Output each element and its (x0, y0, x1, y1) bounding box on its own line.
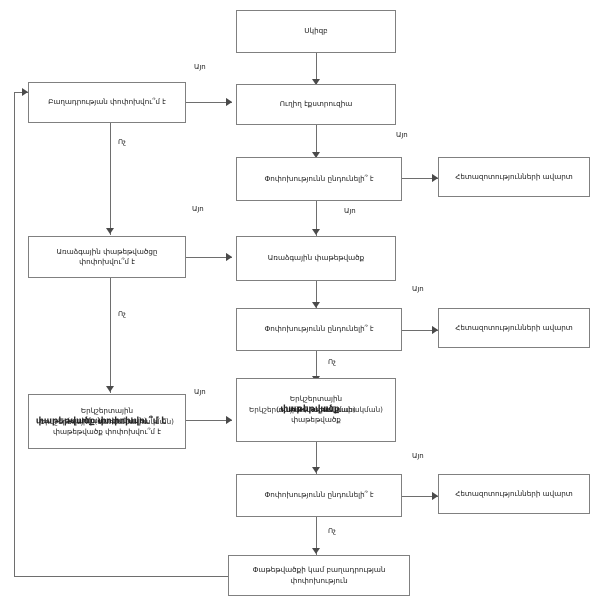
node-elastic-pack-change-question[interactable]: Առաձգային փաթեթվածցը փոփոխվու՞մ է (28, 236, 186, 278)
edge-label-yes-4: Այո (344, 207, 356, 215)
arrowhead-elastic-change-no-down (106, 386, 114, 392)
edge-label-no-1: Ոչ (118, 138, 126, 146)
arrowhead-into-direct-extrusion-left (226, 98, 232, 106)
edge-bottom-box-feedback-horizontal (14, 576, 228, 577)
edge-accept2-to-three-layer-pack (316, 351, 317, 383)
edge-elastic-change-no-down (110, 278, 111, 393)
arrowhead-into-elastic-pack-left (226, 253, 232, 261)
arrowhead-composition-no-down (106, 228, 114, 234)
node-composition-change-question-label: Բաղադրության փոփոխվու՞մ է (48, 97, 166, 107)
edge-accept1-to-research-end-1 (402, 178, 438, 179)
edge-composition-no-down (110, 123, 111, 235)
node-pack-or-composition-change-label: Փաթեթվածքի կամ բաղադրության փոփոխություն (252, 565, 386, 585)
edge-three-layer-pack-to-accept3 (316, 442, 317, 475)
arrowhead-direct-extrusion-to-accept1 (312, 152, 320, 158)
node-research-end-2-label: Հետազոտությունների ավարտ (455, 322, 573, 332)
arrowhead-accept3-to-bottom-box (312, 548, 320, 554)
node-research-end-3-label: Հետազոտությունների ավարտ (455, 488, 573, 498)
arrowhead-feedback-into-composition (22, 88, 28, 96)
node-change-acceptable-question-2[interactable]: Փոփոխությունն ընդունելի՞ է (236, 308, 402, 351)
edge-label-yes-3: Այո (192, 205, 204, 213)
node-elastic-pack[interactable]: Առաձգային փաթեթվածք (236, 236, 396, 281)
node-research-end-3[interactable]: Հետազոտությունների ավարտ (438, 474, 590, 514)
edge-label-yes-2: Այո (396, 131, 408, 139)
node-start-label: Սկիզբ (304, 26, 328, 36)
arrowhead-into-three-layer-pack-left (226, 416, 232, 424)
node-change-acceptable-question-3-label: Փոփոխությունն ընդունելի՞ է (264, 490, 374, 500)
node-research-end-1-label: Հետազոտությունների ավարտ (455, 171, 573, 181)
edge-start-to-direct-extrusion (316, 53, 317, 85)
edge-accept3-to-bottom-box (316, 517, 317, 555)
node-change-acceptable-question-1[interactable]: Փոփոխությունն ընդունելի՞ է (236, 157, 402, 201)
node-research-end-1[interactable]: Հետազոտությունների ավարտ (438, 157, 590, 197)
node-three-layer-pack-change-question[interactable]: Երկշերտային (սահմանափակման) փաթեթվածք փո… (28, 394, 186, 449)
edge-label-no-4: Ոչ (328, 527, 336, 535)
arrowhead-into-research-end-1 (432, 174, 438, 182)
arrowhead-start-to-direct-extrusion (312, 79, 320, 85)
node-elastic-pack-change-question-label: Առաձգային փաթեթվածցը փոփոխվու՞մ է (56, 246, 158, 266)
edge-label-no-3: Ոչ (328, 358, 336, 366)
edge-accept1-to-elastic-pack (316, 201, 317, 236)
edge-feedback-into-composition (14, 92, 28, 93)
arrowhead-accept1-to-elastic-pack (312, 229, 320, 235)
edge-accept2-to-research-end-2 (402, 330, 438, 331)
arrowhead-three-layer-pack-to-accept3 (312, 467, 320, 473)
edge-direct-extrusion-to-accept1 (316, 125, 317, 160)
node-elastic-pack-label: Առաձգային փաթեթվածք (267, 253, 365, 263)
node-change-acceptable-question-1-label: Փոփոխությունն ընդունելի՞ է (264, 173, 374, 183)
arrowhead-into-research-end-2 (432, 326, 438, 334)
edge-three-layer-change-to-pack (186, 420, 232, 421)
node-change-acceptable-question-3[interactable]: Փոփոխությունն ընդունելի՞ է (236, 474, 402, 517)
edge-label-yes-6: Այո (194, 388, 206, 396)
node-three-layer-pack-label: Երկշերտային (սահմանափակման) փաթեթվածք (276, 394, 356, 425)
edge-bottom-box-feedback-vertical (14, 92, 15, 577)
node-pack-or-composition-change[interactable]: Փաթեթվածքի կամ բաղադրության փոփոխություն (228, 555, 410, 596)
edge-elastic-pack-to-accept2 (316, 281, 317, 309)
node-three-layer-pack-change-question-label: Երկշերտային (սահմանափակման) փաթեթվածք փո… (53, 405, 161, 436)
node-three-layer-pack[interactable]: Երկշերտային (սահմանափակման) փաթեթվածք Եր… (236, 378, 396, 442)
edge-composition-to-direct-extrusion (186, 102, 232, 103)
edge-label-yes-7: Այո (412, 452, 424, 460)
edge-label-yes-5: Այո (412, 285, 424, 293)
node-research-end-2[interactable]: Հետազոտությունների ավարտ (438, 308, 590, 348)
node-direct-extrusion-label: Ուղիղ էքստրուզիա (279, 99, 353, 109)
node-composition-change-question[interactable]: Բաղադրության փոփոխվու՞մ է (28, 82, 186, 123)
edge-label-no-2: Ոչ (118, 310, 126, 318)
node-change-acceptable-question-2-label: Փոփոխությունն ընդունելի՞ է (264, 324, 374, 334)
node-start[interactable]: Սկիզբ (236, 10, 396, 53)
arrowhead-into-research-end-3 (432, 492, 438, 500)
arrowhead-elastic-pack-to-accept2 (312, 302, 320, 308)
edge-elastic-change-to-elastic-pack (186, 257, 232, 258)
edge-label-yes-1: Այո (194, 63, 206, 71)
edge-accept3-to-research-end-3 (402, 496, 438, 497)
node-direct-extrusion[interactable]: Ուղիղ էքստրուզիա (236, 84, 396, 125)
